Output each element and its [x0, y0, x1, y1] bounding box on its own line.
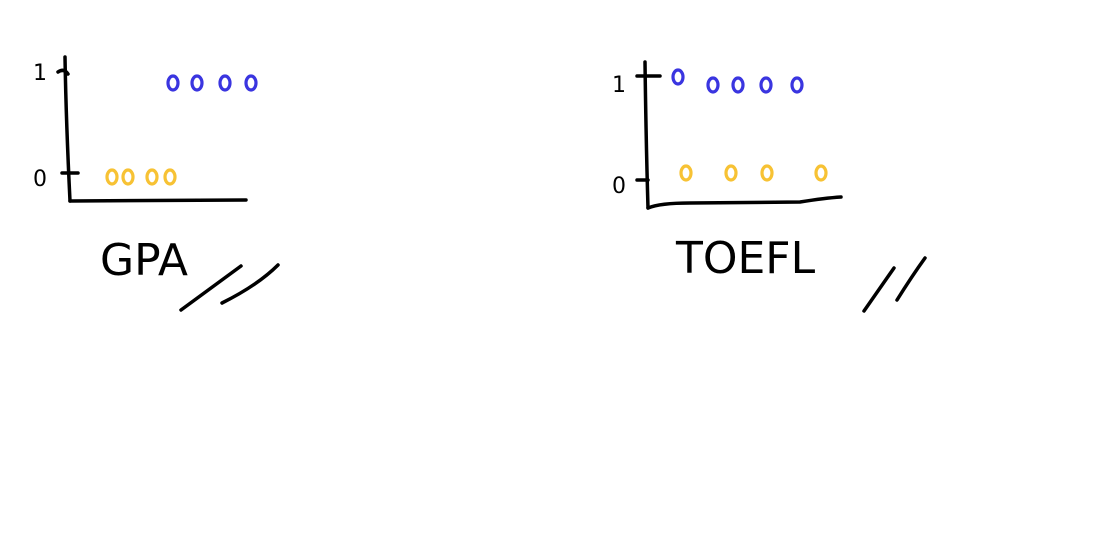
toefl-point-class0-3: [760, 164, 774, 182]
chart-toefl: 1 0 TOEFL //: [612, 60, 927, 313]
toefl-tick-label-0: 0: [612, 174, 626, 199]
gpa-y-axis: [63, 55, 72, 203]
chart-gpa: 1 0 GPA //: [33, 55, 280, 312]
gpa-x-axis: [68, 198, 248, 203]
gpa-slash-mark-2: [220, 263, 280, 305]
toefl-data-points: [671, 68, 828, 182]
gpa-point-class1-1: [166, 74, 180, 92]
gpa-point-class0-2: [121, 168, 135, 186]
gpa-slash-mark-1: [179, 264, 243, 312]
gpa-point-class1-2: [190, 74, 204, 92]
toefl-slash-mark-1: [862, 266, 896, 313]
gpa-point-class1-4: [244, 74, 258, 92]
toefl-point-class0-1: [679, 164, 693, 182]
gpa-point-class0-4: [163, 168, 177, 186]
toefl-x-axis: [646, 195, 843, 210]
toefl-slash-mark-2: [895, 256, 927, 302]
toefl-point-class1-5: [790, 76, 804, 94]
toefl-point-class1-1: [671, 68, 685, 86]
gpa-point-class0-1: [105, 168, 119, 186]
toefl-point-class0-4: [814, 164, 828, 182]
gpa-data-points: [105, 74, 258, 186]
toefl-point-class1-4: [759, 76, 773, 94]
gpa-point-class0-3: [145, 168, 159, 186]
gpa-x-axis-label: GPA: [100, 235, 188, 286]
toefl-point-class0-2: [724, 164, 738, 182]
toefl-y-axis: [643, 60, 650, 210]
toefl-point-class1-2: [706, 76, 720, 94]
gpa-tick-1-mark: [56, 68, 70, 76]
toefl-tick-label-1: 1: [612, 73, 626, 98]
toefl-x-axis-label: TOEFL: [675, 233, 816, 284]
gpa-tick-label-0: 0: [33, 167, 47, 192]
gpa-tick-label-1: 1: [33, 61, 47, 86]
gpa-point-class1-3: [218, 74, 232, 92]
toefl-point-class1-3: [731, 76, 745, 94]
